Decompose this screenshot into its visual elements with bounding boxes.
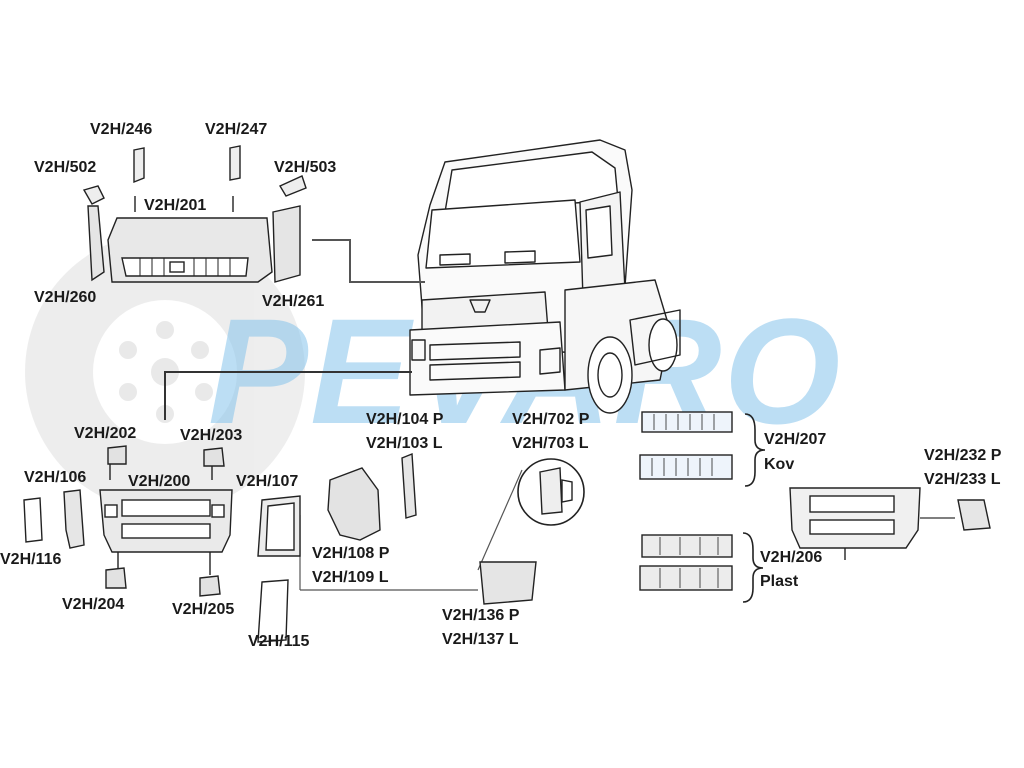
label-v2h-233l: V2H/233 L: [924, 471, 1001, 488]
label-v2h-261: V2H/261: [262, 293, 325, 310]
label-v2h-246: V2H/246: [90, 121, 153, 138]
label-v2h-205: V2H/205: [172, 601, 235, 618]
label-v2h-201: V2H/201: [144, 197, 207, 214]
label-v2h-109l: V2H/109 L: [312, 569, 389, 586]
truck-cab: [409, 139, 681, 414]
label-v2h-200: V2H/200: [128, 473, 191, 490]
label-v2h-206: V2H/206: [760, 549, 823, 566]
label-v2h-115: V2H/115: [248, 633, 310, 650]
label-v2h-203: V2H/203: [180, 427, 243, 444]
label-v2h-107: V2H/107: [236, 473, 299, 490]
label-v2h-204: V2H/204: [62, 596, 125, 613]
label-v2h-247: V2H/247: [205, 121, 268, 138]
label-v2h-202: V2H/202: [74, 425, 137, 442]
label-v2h-116: V2H/116: [0, 551, 62, 568]
label-v2h-703l: V2H/703 L: [512, 435, 589, 452]
label-plast: Plast: [760, 573, 799, 590]
label-v2h-106: V2H/106: [24, 469, 87, 486]
label-v2h-260: V2H/260: [34, 289, 97, 306]
label-v2h-103l: V2H/103 L: [366, 435, 443, 452]
label-v2h-108p: V2H/108 P: [312, 545, 390, 562]
label-v2h-503: V2H/503: [274, 159, 337, 176]
label-v2h-104p: V2H/104 P: [366, 411, 444, 428]
label-v2h-702p: V2H/702 P: [512, 411, 590, 428]
label-v2h-232p: V2H/232 P: [924, 447, 1002, 464]
label-v2h-136p: V2H/136 P: [442, 607, 520, 624]
label-kov: Kov: [764, 456, 795, 473]
label-v2h-207: V2H/207: [764, 431, 827, 448]
label-v2h-137l: V2H/137 L: [442, 631, 519, 648]
label-v2h-502: V2H/502: [34, 159, 97, 176]
